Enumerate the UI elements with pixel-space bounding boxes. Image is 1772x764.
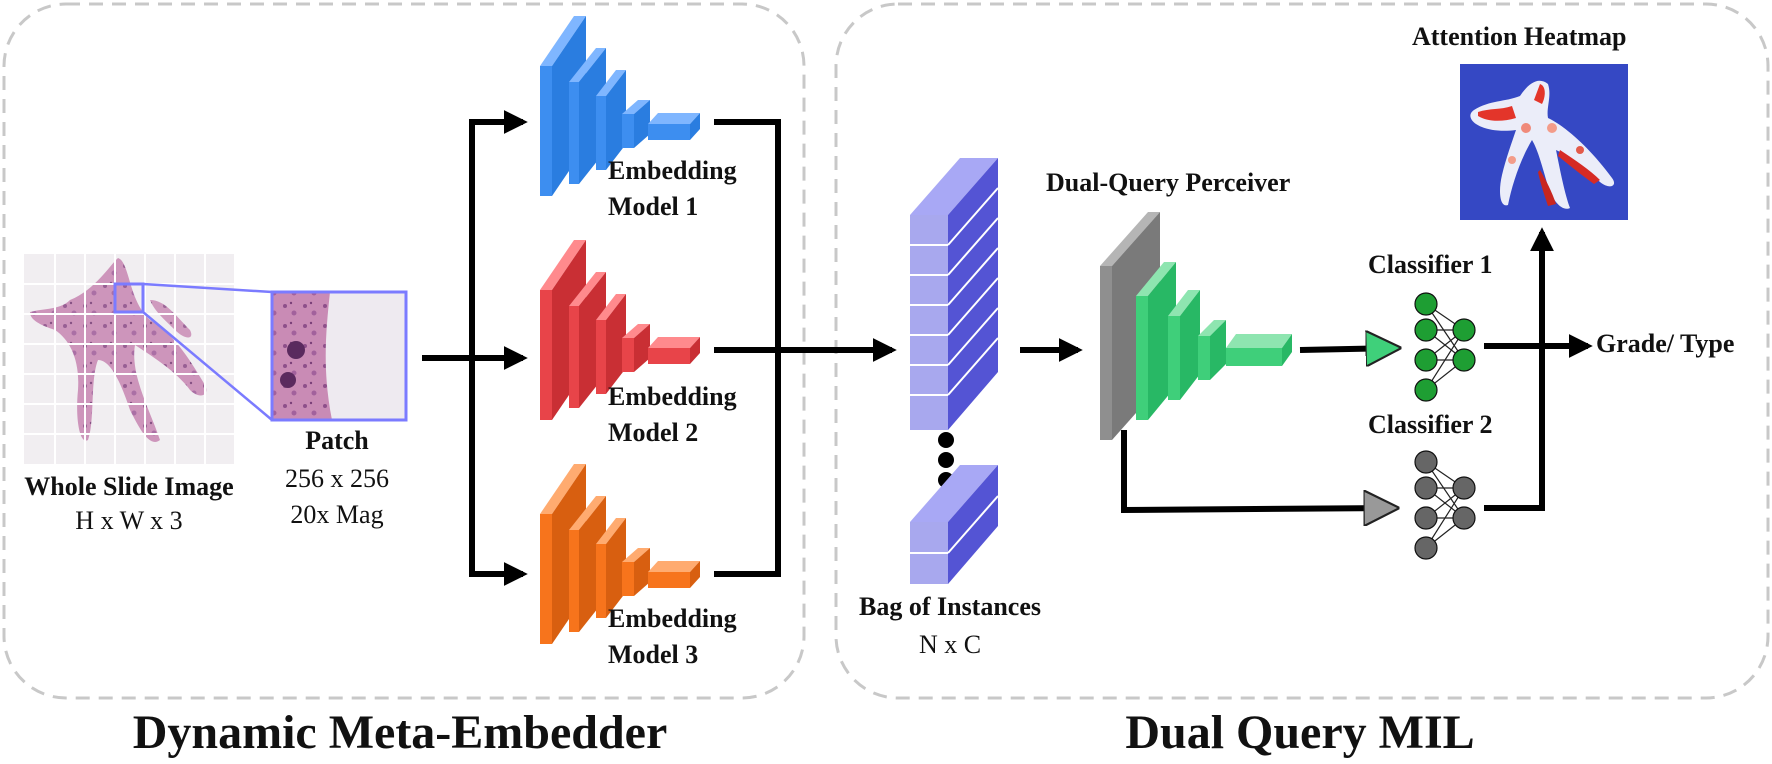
grade-type-output-label: Grade/ Type: [1596, 329, 1735, 358]
bag-of-instances-title: Bag of Instances: [858, 592, 1041, 621]
embedding-model-2-label-line1: Embedding: [608, 382, 737, 411]
patch-title: Patch: [305, 426, 369, 455]
patch-mag: 20x Mag: [290, 500, 384, 529]
classifier-1-network: [1414, 292, 1476, 402]
classifier-2-network: [1414, 450, 1476, 560]
embedding-model-3-label-line2: Model 3: [608, 640, 699, 669]
embedding-model-2-label-line2: Model 2: [608, 418, 699, 447]
patch-zoom-image: [270, 290, 408, 422]
dual-query-perceiver-network: [1100, 212, 1292, 440]
dual-query-perceiver-title: Dual-Query Perceiver: [1046, 168, 1291, 197]
wsi-dims: H x W x 3: [75, 506, 183, 535]
wsi-title: Whole Slide Image: [24, 472, 234, 501]
whole-slide-image-thumbnail: [24, 254, 234, 464]
output-arrows: [1484, 227, 1593, 511]
attention-heatmap-title: Attention Heatmap: [1412, 22, 1627, 51]
embedding-model-3-label-line1: Embedding: [608, 604, 737, 633]
classifier-2-label: Classifier 2: [1368, 410, 1493, 439]
embedding-model-1-network: [540, 16, 700, 196]
selected-patch-marker: [113, 282, 145, 314]
perceiver-to-classifier-1-arrow: [1299, 348, 1398, 350]
embedding-model-1-label-line2: Model 1: [608, 192, 699, 221]
embedding-model-3-network: [540, 464, 700, 644]
dynamic-meta-embedder-title: Dynamic Meta-Embedder: [132, 706, 668, 759]
patch-size: 256 x 256: [285, 464, 389, 493]
dual-query-mil-title: Dual Query MIL: [1125, 706, 1475, 759]
perceiver-to-classifier-2-arrow: [1121, 430, 1396, 510]
bag-of-instances-dims: N x C: [918, 630, 982, 659]
attention-heatmap-image: [1460, 64, 1628, 220]
classifier-1-label: Classifier 1: [1368, 250, 1493, 279]
embedding-model-1-label-line1: Embedding: [608, 156, 737, 185]
split-arrows: [422, 110, 528, 586]
bag-of-instances-stack: [910, 158, 999, 584]
merge-arrows: [714, 119, 897, 577]
embedding-model-2-network: [540, 240, 700, 420]
